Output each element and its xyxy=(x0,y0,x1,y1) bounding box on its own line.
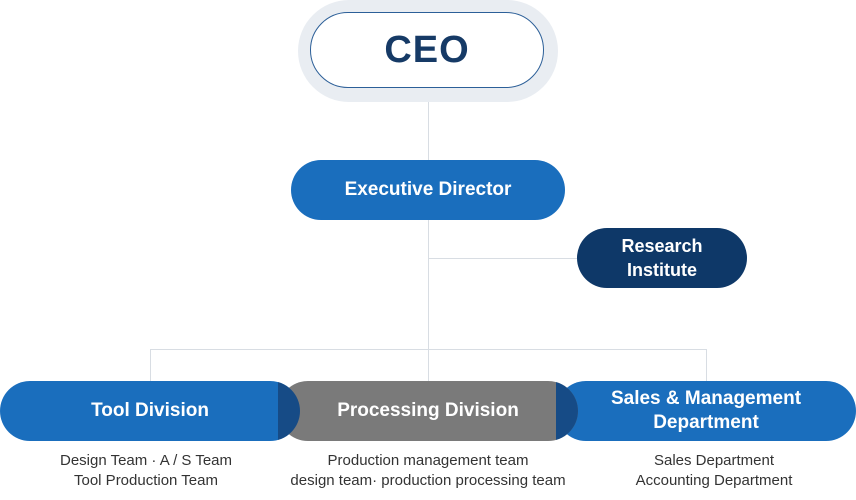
connector-exec-down xyxy=(428,220,429,381)
sales-management-node: Sales & Management Department xyxy=(556,381,856,441)
connector-research xyxy=(428,258,577,259)
sales-management-teams: Sales Department Accounting Department xyxy=(564,451,856,491)
executive-director-node: Executive Director xyxy=(291,160,565,220)
processing-division-node: Processing Division xyxy=(278,381,578,441)
team-line: Tool Production Team xyxy=(74,472,218,489)
team-line: Accounting Department xyxy=(635,472,793,489)
processing-division-teams: Production management team design team· … xyxy=(278,451,578,491)
connector-ceo-exec xyxy=(428,102,429,160)
team-line: Sales Department xyxy=(653,452,775,469)
team-line: Production management team xyxy=(327,452,529,469)
tool-division-node: Tool Division xyxy=(0,381,300,441)
connector-horizontal xyxy=(150,349,707,350)
team-line: Design Team · A / S Team xyxy=(59,452,233,469)
team-line: design team· production processing team xyxy=(290,472,566,489)
overlap-tool-processing xyxy=(278,381,308,441)
overlap-processing-sales xyxy=(556,381,586,441)
research-institute-node: Research Institute xyxy=(577,228,747,288)
tool-division-teams: Design Team · A / S Team Tool Production… xyxy=(0,451,292,491)
ceo-node: CEO xyxy=(310,12,544,88)
connector-tool xyxy=(150,349,151,381)
connector-sales xyxy=(706,349,707,381)
